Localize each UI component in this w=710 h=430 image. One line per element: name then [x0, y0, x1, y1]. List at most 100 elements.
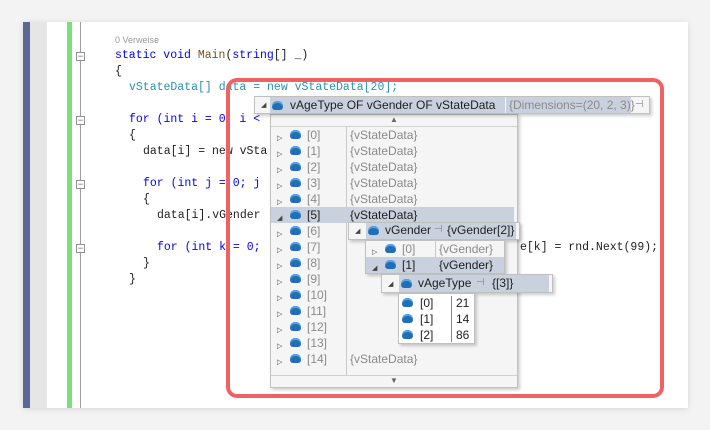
datatip-row[interactable]: [0]21: [399, 295, 474, 311]
row-name: [5]: [307, 208, 321, 222]
pin-icon[interactable]: ⊣: [635, 99, 644, 110]
row-value: {vGender}: [439, 242, 494, 256]
row-name: [2]: [420, 328, 434, 342]
pin-icon[interactable]: ⊣: [476, 277, 485, 288]
datatip-row[interactable]: ▷ [10]: [271, 287, 514, 303]
expand-triangle-icon[interactable]: ▷: [277, 247, 283, 254]
vgender-name: vGender: [385, 223, 432, 237]
row-name: [0]: [402, 242, 416, 256]
datatip-vagetype: ◢ vAgeType ⊣ {[3]}: [381, 274, 553, 293]
expand-triangle-icon[interactable]: ▷: [277, 135, 283, 142]
row-name: [13]: [307, 336, 328, 350]
expand-triangle-icon[interactable]: ▷: [277, 151, 283, 158]
datatip-row[interactable]: [2] 86: [399, 327, 474, 343]
expand-triangle-icon[interactable]: ▷: [277, 199, 283, 206]
expand-triangle-icon[interactable]: ▷: [277, 311, 283, 318]
row-name: [4]: [307, 192, 321, 206]
datatip-row[interactable]: [1]14: [399, 311, 474, 327]
code-line: }: [143, 257, 150, 270]
expand-triangle-icon[interactable]: ▷: [277, 279, 283, 286]
collapse-icon[interactable]: −: [76, 243, 85, 253]
collapse-icon[interactable]: −: [76, 51, 85, 61]
row-value: {vGender}: [439, 258, 494, 272]
expand-triangle-icon[interactable]: ▷: [277, 295, 283, 302]
collapse-triangle-icon[interactable]: ◢: [372, 265, 378, 272]
datatip-row[interactable]: ▷ [3] {vStateData}: [271, 175, 514, 191]
object-icon: [290, 130, 301, 139]
collapse-triangle-icon[interactable]: ◢: [277, 215, 283, 222]
object-icon: [272, 101, 283, 110]
codelens-references[interactable]: 0 Verweise: [115, 35, 160, 45]
row-name: [9]: [307, 272, 321, 286]
row-name: [8]: [307, 256, 321, 270]
row-value: {vStateData}: [350, 208, 418, 222]
object-icon: [290, 210, 301, 219]
row-value: {vStateData}: [350, 176, 418, 190]
datatip-row[interactable]: ▷[7]: [271, 239, 514, 255]
collapse-triangle-icon[interactable]: ◢: [388, 281, 394, 288]
object-icon: [290, 354, 301, 363]
datatip-header-value: {Dimensions=(20, 2, 3)}: [509, 98, 635, 112]
expand-triangle-icon[interactable]: ▷: [372, 249, 378, 256]
object-icon: [290, 322, 301, 331]
expand-triangle-icon[interactable]: ▷: [277, 167, 283, 174]
datatip-row[interactable]: ▷[4]{vStateData}: [271, 191, 514, 207]
datatip-row[interactable]: ▷[0]{vStateData}: [271, 127, 514, 143]
object-icon: [385, 244, 396, 253]
row-name: [1]: [307, 144, 321, 158]
collapse-triangle-icon[interactable]: ◢: [261, 102, 267, 109]
expand-triangle-icon[interactable]: ▷: [277, 183, 283, 190]
datatip-row[interactable]: ▷[2]{vStateData}: [271, 159, 514, 175]
object-icon: [290, 242, 301, 251]
datatip-row[interactable]: ▷ [9]: [271, 271, 514, 287]
indicator-margin: [30, 22, 47, 408]
datatip-header-name: vAgeType OF vGender OF vStateData: [290, 98, 496, 112]
datatip-row[interactable]: ▷ [0] {vGender}: [366, 241, 504, 257]
code-line: data[i].vGender: [157, 209, 261, 222]
expand-triangle-icon[interactable]: ▷: [277, 231, 283, 238]
scroll-down-button[interactable]: ▼: [271, 375, 517, 387]
code-line: vStateData[] data = new vStateData[20];: [129, 81, 399, 94]
vgender-value: {vGender[2]}: [447, 223, 515, 237]
object-icon: [290, 306, 301, 315]
object-icon: [290, 178, 301, 187]
collapse-icon[interactable]: −: [76, 115, 85, 125]
datatip-row[interactable]: ▷ [8]: [271, 255, 514, 271]
field-icon: [401, 279, 412, 288]
datatip-row[interactable]: ▷[12]: [271, 319, 514, 335]
row-value: 86: [456, 328, 470, 342]
object-icon: [385, 260, 396, 269]
code-line: static void Main(string[] _): [115, 48, 308, 64]
scroll-up-button[interactable]: ▲: [271, 115, 517, 127]
code-line: e[k] = rnd.Next(99);: [520, 241, 659, 254]
code-text: [] _): [273, 49, 309, 62]
datatip-row[interactable]: ▷[11]: [271, 303, 514, 319]
code-line: for (int k = 0;: [157, 241, 261, 254]
collapse-triangle-icon[interactable]: ◢: [355, 228, 361, 235]
vagetype-list: [0]21[1]14[2] 86: [398, 293, 475, 344]
expand-triangle-icon[interactable]: ▷: [277, 343, 283, 350]
expand-triangle-icon[interactable]: ▷: [277, 327, 283, 334]
expand-triangle-icon[interactable]: ▷: [277, 359, 283, 366]
object-icon: [290, 274, 301, 283]
code-text: (: [225, 49, 233, 62]
object-icon: [402, 298, 413, 307]
datatip-row[interactable]: ▷[14]{vStateData}: [271, 351, 514, 367]
collapse-icon[interactable]: −: [76, 179, 85, 189]
vagetype-name: vAgeType: [418, 276, 472, 290]
row-name: [10]: [307, 288, 328, 302]
change-tracking-bar: [67, 22, 72, 408]
code-line: {: [115, 65, 122, 78]
keyword: string: [232, 49, 274, 62]
datatip-row[interactable]: ▷[1]{vStateData}: [271, 143, 514, 159]
row-name: [3]: [307, 176, 321, 190]
field-icon: [368, 226, 379, 235]
datatip-header: ◢ vAgeType OF vGender OF vStateData {Dim…: [254, 96, 650, 114]
datatip-row[interactable]: ▷ [13]: [271, 335, 514, 351]
row-name: [6]: [307, 224, 321, 238]
expand-triangle-icon[interactable]: ▷: [277, 263, 283, 270]
pin-icon[interactable]: ⊣: [434, 224, 443, 235]
datatip-row[interactable]: ◢ [5] {vStateData}: [271, 207, 514, 223]
datatip-row[interactable]: ▷ [6]: [271, 223, 514, 239]
datatip-row[interactable]: ◢[1]{vGender}: [366, 257, 504, 273]
